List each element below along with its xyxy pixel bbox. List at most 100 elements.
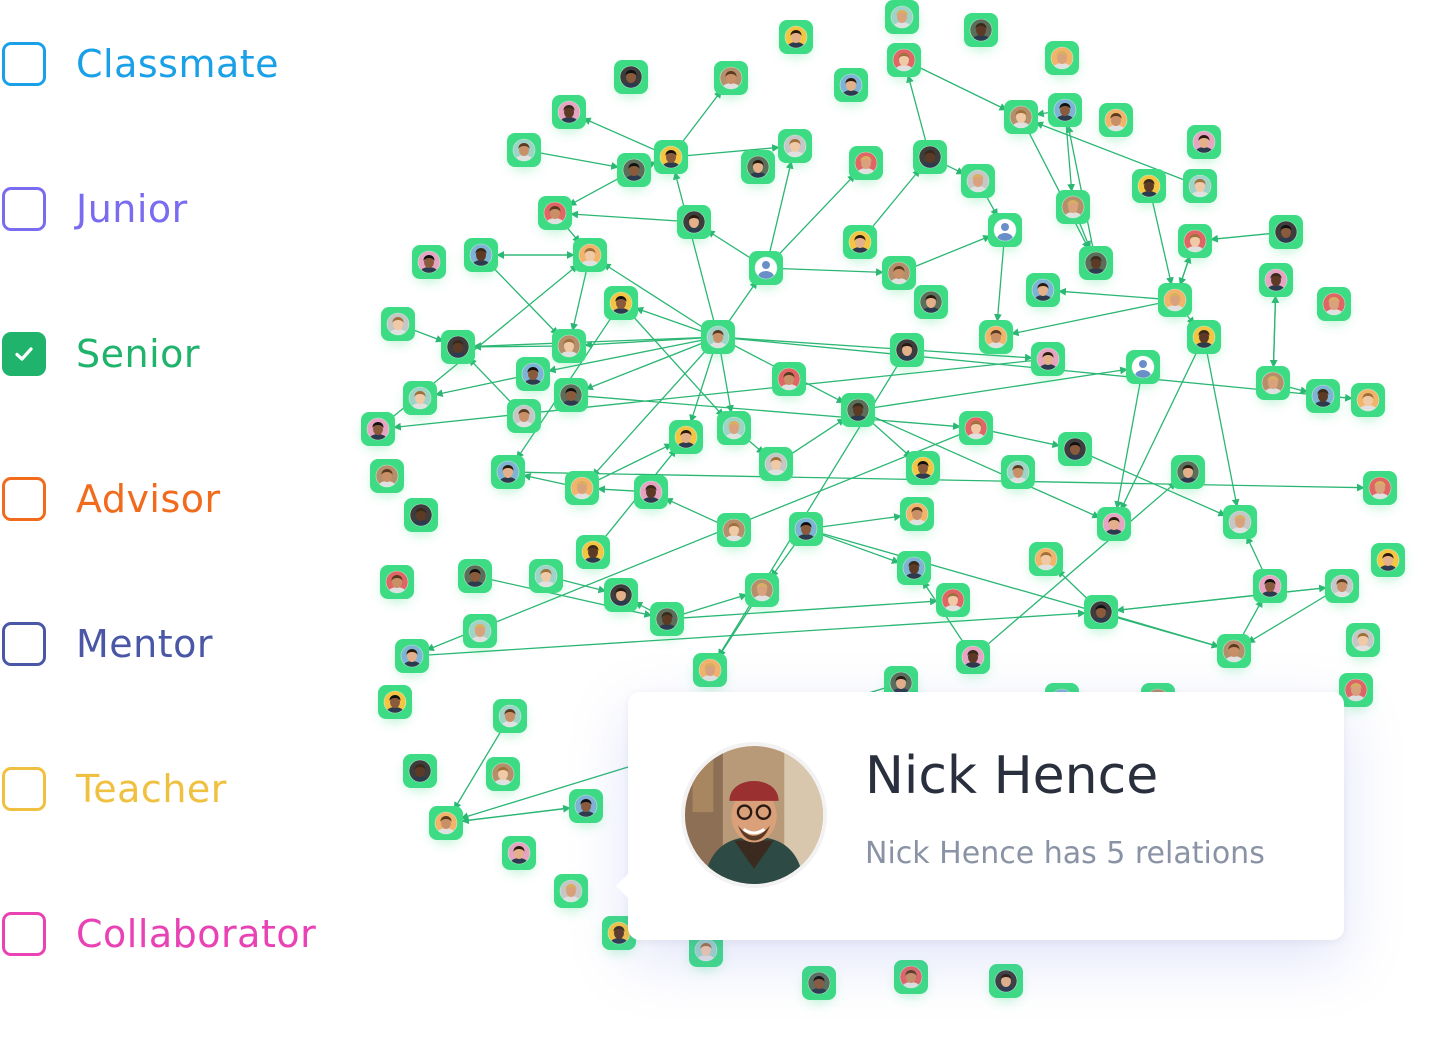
person-node[interactable] xyxy=(1031,342,1065,377)
person-node[interactable] xyxy=(1056,190,1090,225)
person-node[interactable] xyxy=(959,411,993,446)
person-node[interactable] xyxy=(403,754,437,789)
person-node[interactable] xyxy=(989,964,1023,999)
person-node[interactable] xyxy=(701,320,735,355)
person-node[interactable] xyxy=(914,285,948,320)
junior-checkbox[interactable] xyxy=(2,187,46,231)
person-node[interactable] xyxy=(604,286,638,321)
person-node[interactable] xyxy=(529,559,563,594)
person-node[interactable] xyxy=(552,329,586,364)
person-node[interactable] xyxy=(1339,673,1373,708)
person-node[interactable] xyxy=(403,381,437,416)
person-node[interactable] xyxy=(552,95,586,130)
person-node[interactable] xyxy=(834,68,868,103)
person-node[interactable] xyxy=(395,639,429,674)
person-node[interactable] xyxy=(1371,543,1405,578)
person-node[interactable] xyxy=(714,61,748,96)
person-node[interactable] xyxy=(412,245,446,280)
person-node[interactable] xyxy=(381,307,415,342)
person-node[interactable] xyxy=(1058,432,1092,467)
person-node[interactable] xyxy=(1306,379,1340,414)
person-node[interactable] xyxy=(1217,634,1251,669)
person-node[interactable] xyxy=(1346,623,1380,658)
person-node[interactable] xyxy=(1084,595,1118,630)
person-node[interactable] xyxy=(1171,455,1205,490)
person-node[interactable] xyxy=(789,512,823,547)
person-node[interactable] xyxy=(964,13,998,48)
filter-classmate[interactable]: Classmate xyxy=(0,38,279,90)
person-node[interactable] xyxy=(1045,41,1079,76)
person-node[interactable] xyxy=(717,411,751,446)
person-node[interactable] xyxy=(1223,505,1257,540)
person-node[interactable] xyxy=(516,357,550,392)
person-node[interactable] xyxy=(897,551,931,586)
person-node[interactable] xyxy=(677,205,711,240)
person-node[interactable] xyxy=(1317,287,1351,322)
person-node[interactable] xyxy=(463,614,497,649)
person-node[interactable] xyxy=(617,153,651,188)
filter-advisor[interactable]: Advisor xyxy=(0,473,221,525)
person-node[interactable] xyxy=(1253,569,1287,604)
person-node[interactable] xyxy=(1269,215,1303,250)
person-node[interactable] xyxy=(906,451,940,486)
person-node[interactable] xyxy=(843,225,877,260)
person-node[interactable] xyxy=(502,836,536,871)
person-node[interactable] xyxy=(1126,350,1160,385)
person-node[interactable] xyxy=(956,640,990,675)
senior-checkbox[interactable] xyxy=(2,332,46,376)
person-node[interactable] xyxy=(491,455,525,490)
person-node[interactable] xyxy=(464,238,498,273)
person-node[interactable] xyxy=(370,459,404,494)
person-node[interactable] xyxy=(573,238,607,273)
person-node[interactable] xyxy=(936,583,970,618)
person-node[interactable] xyxy=(602,916,636,951)
person-node[interactable] xyxy=(988,213,1022,248)
collaborator-checkbox[interactable] xyxy=(2,912,46,956)
person-node[interactable] xyxy=(1158,283,1192,318)
person-node[interactable] xyxy=(1351,383,1385,418)
person-node[interactable] xyxy=(979,320,1013,355)
person-node[interactable] xyxy=(894,960,928,995)
person-node[interactable] xyxy=(404,498,438,533)
person-node[interactable] xyxy=(1097,507,1131,542)
person-node[interactable] xyxy=(1178,224,1212,259)
person-node[interactable] xyxy=(361,412,395,447)
person-node[interactable] xyxy=(554,874,588,909)
filter-mentor[interactable]: Mentor xyxy=(0,618,213,670)
person-node[interactable] xyxy=(772,362,806,397)
filter-teacher[interactable]: Teacher xyxy=(0,763,227,815)
filter-collaborator[interactable]: Collaborator xyxy=(0,908,316,960)
person-node[interactable] xyxy=(745,573,779,608)
person-node[interactable] xyxy=(565,471,599,506)
person-node[interactable] xyxy=(429,806,463,841)
person-node[interactable] xyxy=(1325,569,1359,604)
person-node[interactable] xyxy=(1026,273,1060,308)
person-node[interactable] xyxy=(717,513,751,548)
person-node[interactable] xyxy=(1029,542,1063,577)
person-node[interactable] xyxy=(759,447,793,482)
person-node[interactable] xyxy=(778,129,812,164)
teacher-checkbox[interactable] xyxy=(2,767,46,811)
person-node[interactable] xyxy=(1256,366,1290,401)
person-node[interactable] xyxy=(441,330,475,365)
filter-senior[interactable]: Senior xyxy=(0,328,200,380)
person-node[interactable] xyxy=(689,933,723,968)
mentor-checkbox[interactable] xyxy=(2,622,46,666)
person-node[interactable] xyxy=(961,164,995,199)
advisor-checkbox[interactable] xyxy=(2,477,46,521)
filter-junior[interactable]: Junior xyxy=(0,183,188,235)
person-node[interactable] xyxy=(576,535,610,570)
person-node[interactable] xyxy=(693,653,727,688)
person-node[interactable] xyxy=(634,475,668,510)
person-node[interactable] xyxy=(741,150,775,185)
person-node[interactable] xyxy=(1079,246,1113,281)
person-node[interactable] xyxy=(841,393,875,428)
person-node[interactable] xyxy=(887,43,921,78)
person-node[interactable] xyxy=(507,133,541,168)
person-node[interactable] xyxy=(882,256,916,291)
person-node[interactable] xyxy=(554,378,588,413)
person-node[interactable] xyxy=(604,578,638,613)
person-node[interactable] xyxy=(669,420,703,455)
person-node[interactable] xyxy=(1187,320,1221,355)
person-node[interactable] xyxy=(849,146,883,181)
